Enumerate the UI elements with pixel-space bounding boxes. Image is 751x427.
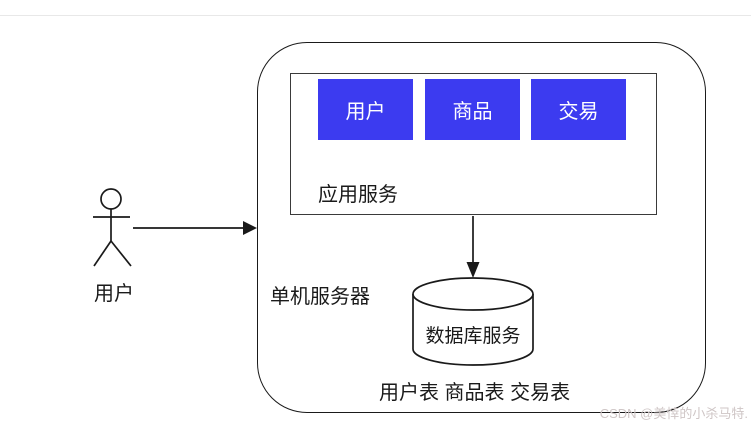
tables-caption: 用户表 商品表 交易表 [379,382,571,404]
module-label: 商品 [452,101,493,123]
server-label: 单机服务器 [270,286,370,308]
server-boundary-box [257,42,706,413]
actor-to-server-arrow [133,221,257,235]
actor-right-leg [110,240,132,267]
arrow-right-head [243,221,257,235]
module-label: 用户 [345,101,386,123]
actor-stick-figure-icon [93,188,132,267]
module-box-trade: 交易 [531,79,626,140]
database-label: 数据库服务 [425,326,521,347]
module-label: 交易 [558,101,599,123]
actor-label: 用户 [94,283,134,305]
actor-head [100,188,122,210]
top-divider [0,15,751,16]
watermark: CSDN @美悻的小杀马特. [599,406,748,421]
app-service-label: 应用服务 [318,184,398,206]
actor-left-leg [93,240,112,267]
module-box-product: 商品 [425,79,520,140]
module-box-user: 用户 [318,79,413,140]
